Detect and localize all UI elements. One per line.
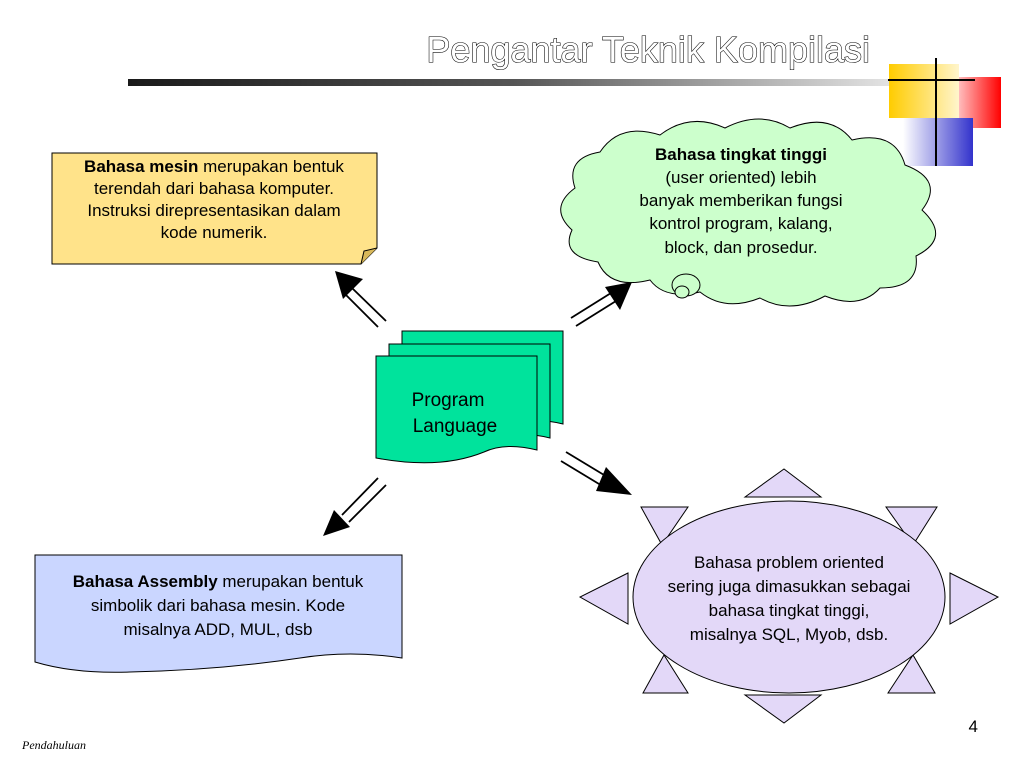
page-number: 4: [969, 717, 978, 736]
high-level-line3: banyak memberikan fungsi: [639, 191, 842, 210]
problem-oriented-burst: [578, 468, 1000, 724]
assembly-line2: simbolik dari bahasa mesin. Kode: [91, 596, 345, 615]
high-level-title: Bahasa tingkat tinggi: [655, 145, 827, 164]
arrow-to-assembly: [323, 477, 387, 536]
corner-decoration: [888, 58, 1001, 166]
program-language-documents: Program Language: [375, 330, 564, 464]
arrow-to-machine-language: [335, 271, 387, 328]
assembly-language-note: Bahasa Assembly merupakan bentuk simboli…: [34, 554, 403, 673]
high-level-line4: kontrol program, kalang,: [649, 214, 832, 233]
machine-language-line1: Bahasa mesin merupakan bentuk: [84, 157, 344, 176]
slide-title: Pengantar Teknik Kompilasi: [426, 29, 870, 70]
center-label-line2: Language: [413, 416, 498, 437]
high-level-line2: (user oriented) lebih: [665, 168, 816, 187]
machine-language-line4: kode numerik.: [161, 223, 268, 242]
problem-oriented-line3: bahasa tingkat tinggi,: [709, 601, 870, 620]
machine-language-note: Bahasa mesin merupakan bentuk terendah d…: [51, 152, 378, 265]
high-level-line5: block, dan prosedur.: [664, 238, 817, 257]
arrow-to-problem-oriented: [560, 451, 632, 495]
arrow-to-high-level: [570, 282, 632, 327]
title-underline: [128, 79, 898, 86]
problem-oriented-line2: sering juga dimasukkan sebagai: [668, 577, 911, 596]
problem-oriented-line1: Bahasa problem oriented: [694, 553, 884, 572]
machine-language-line3: Instruksi direpresentasikan dalam: [87, 201, 340, 220]
footer-label: Pendahuluan: [21, 738, 86, 752]
center-label-line1: Program: [412, 390, 485, 411]
machine-language-line2: terendah dari bahasa komputer.: [94, 179, 334, 198]
assembly-line1: Bahasa Assembly merupakan bentuk: [73, 572, 364, 591]
problem-oriented-line4: misalnya SQL, Myob, dsb.: [690, 625, 888, 644]
high-level-language-cloud: Bahasa tingkat tinggi (user oriented) le…: [560, 118, 937, 307]
assembly-line3: misalnya ADD, MUL, dsb: [124, 620, 313, 639]
